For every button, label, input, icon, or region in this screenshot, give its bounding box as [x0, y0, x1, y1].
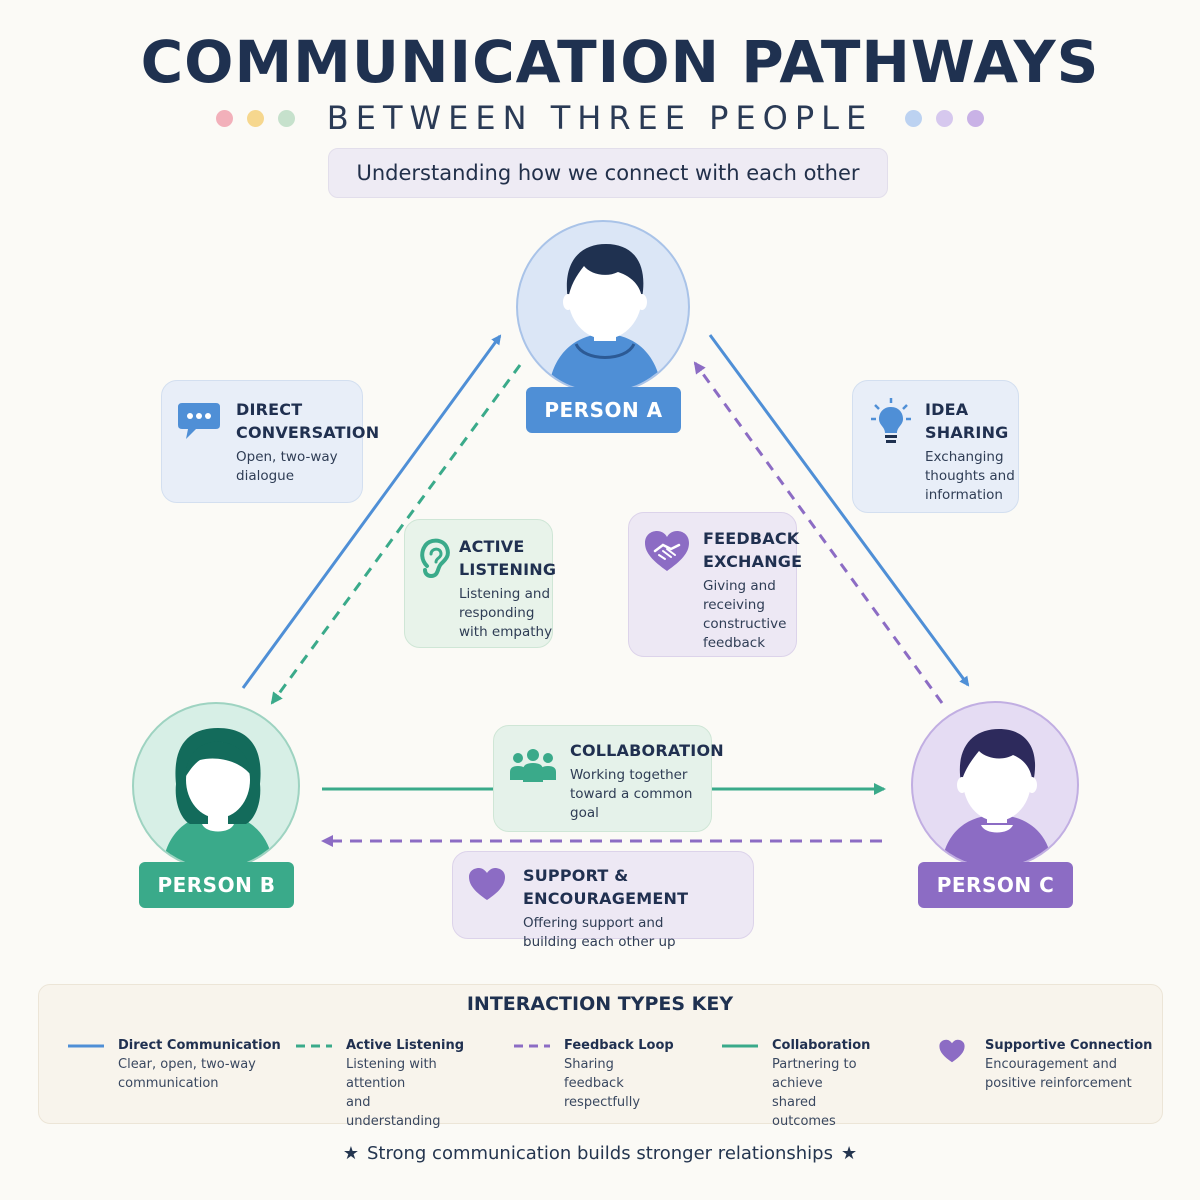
lightbulb-icon — [871, 398, 911, 443]
card-title: FEEDBACK EXCHANGE — [703, 529, 803, 571]
decorative-dot — [277, 109, 295, 127]
card-feedback-exchange: FEEDBACK EXCHANGE Giving and receiving c… — [628, 512, 802, 657]
key-item-label: Collaboration — [772, 1038, 871, 1053]
key-item-desc: Sharing feedback respectfully — [564, 1057, 641, 1110]
key-item-label: Feedback Loop — [564, 1038, 674, 1053]
arrow-a-to-b — [270, 364, 522, 705]
card-idea-sharing: IDEA SHARING Exchanging thoughts and inf… — [852, 380, 1019, 513]
decorative-dot — [936, 109, 954, 127]
key-item-desc: Clear, open, two-way communication — [118, 1057, 256, 1091]
card-description: Listening and responding with empathy — [459, 586, 553, 640]
key-item-desc: Partnering to achieve shared outcomes — [772, 1057, 857, 1129]
card-direct-conversation: DIRECT CONVERSATION Open, two-way dialog… — [161, 380, 379, 503]
card-support-encouragement: SUPPORT & ENCOURAGEMENT Offering support… — [452, 851, 754, 950]
card-title: DIRECT CONVERSATION — [236, 400, 380, 442]
dashed-line-icon — [296, 1044, 332, 1048]
footer-tagline: ★ Strong communication builds stronger re… — [0, 1143, 1200, 1164]
person-b-avatar — [132, 702, 300, 870]
card-title: COLLABORATION — [570, 741, 724, 760]
card-description: Offering support and building each other… — [523, 915, 676, 950]
solid-line-icon — [68, 1044, 104, 1048]
person-b-label: PERSON B — [139, 862, 294, 908]
ear-icon — [420, 538, 450, 579]
person-a-label: PERSON A — [526, 387, 681, 433]
card-description: Working together toward a common goal — [570, 767, 693, 821]
arrow-c-to-a — [693, 361, 944, 704]
star-icon: ★ — [342, 1143, 359, 1164]
heart-icon — [469, 868, 505, 900]
decorative-dot — [905, 109, 923, 127]
key-item-desc: Listening with attention and understandi… — [346, 1057, 441, 1129]
arrow-b-to-a — [241, 334, 502, 689]
solid-line-icon — [722, 1044, 758, 1048]
card-description: Giving and receiving constructive feedba… — [703, 578, 787, 651]
speech-bubble-icon — [178, 403, 220, 439]
key-title: INTERACTION TYPES KEY — [466, 993, 734, 1015]
key-item-label: Active Listening — [346, 1038, 465, 1053]
group-icon — [510, 749, 556, 782]
decorative-dot — [215, 109, 233, 127]
person-c-label: PERSON C — [918, 862, 1073, 908]
card-title: SUPPORT & ENCOURAGEMENT — [523, 866, 689, 908]
decorative-dot — [967, 109, 985, 127]
arrow-a-to-c — [708, 334, 970, 687]
page-title: COMMUNICATION PATHWAYS — [140, 28, 1100, 96]
card-description: Exchanging thoughts and information — [925, 449, 1015, 503]
key-item-label: Supportive Connection — [985, 1038, 1153, 1053]
card-title: IDEA SHARING — [925, 400, 1009, 442]
heart-handshake-icon — [645, 531, 689, 571]
heart-icon — [939, 1039, 965, 1063]
person-a-avatar — [516, 220, 690, 394]
card-collaboration: COLLABORATION Working together toward a … — [493, 725, 724, 832]
key-item-desc: Encouragement and positive reinforcement — [985, 1057, 1132, 1091]
footer-text: Strong communication builds stronger rel… — [366, 1143, 833, 1164]
star-icon: ★ — [841, 1143, 858, 1164]
card-description: Open, two-way dialogue — [236, 449, 338, 484]
card-title: ACTIVE LISTENING — [459, 537, 557, 579]
dashed-line-icon — [514, 1044, 550, 1048]
tagline-banner: Understanding how we connect with each o… — [328, 148, 888, 198]
decorative-dot — [246, 109, 264, 127]
interaction-key-panel — [38, 984, 1163, 1124]
subtitle-row: BETWEEN THREE PEOPLE — [0, 96, 1200, 140]
page-subtitle: BETWEEN THREE PEOPLE — [326, 99, 874, 137]
key-item-label: Direct Communication — [118, 1038, 281, 1053]
person-c-avatar — [911, 701, 1079, 869]
card-active-listening: ACTIVE LISTENING Listening and respondin… — [404, 519, 557, 648]
